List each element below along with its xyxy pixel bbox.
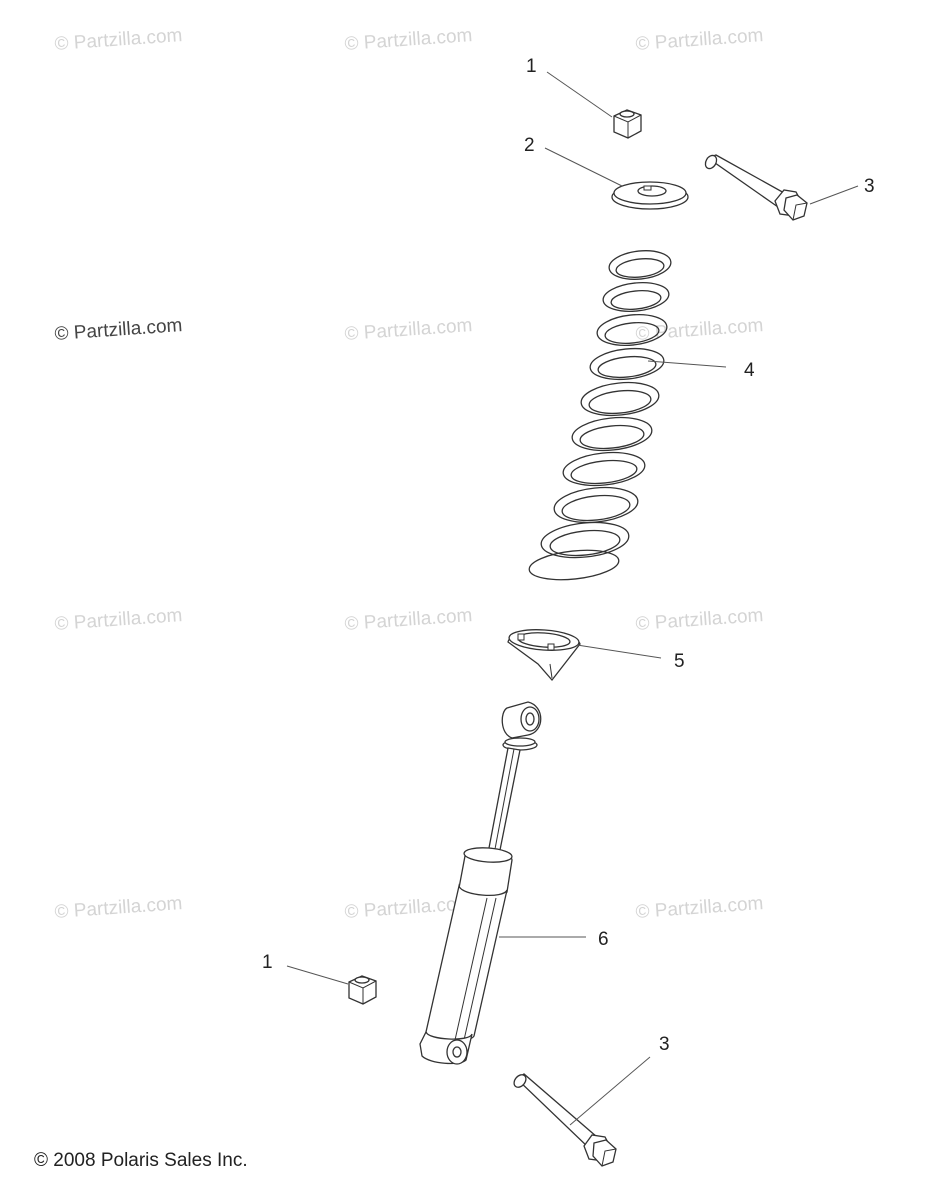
leader-line: [544, 147, 623, 187]
leader-line: [647, 360, 727, 368]
leader-line: [569, 1056, 651, 1126]
shock-absorber-icon: [419, 701, 542, 1065]
bolt-icon: [704, 154, 808, 221]
watermark: © Partzilla.com: [635, 893, 764, 923]
watermark: © Partzilla.com: [54, 315, 183, 345]
callout-label: 4: [744, 360, 755, 381]
watermark: © Partzilla.com: [635, 25, 764, 55]
callout-label: 3: [659, 1034, 670, 1055]
watermark: © Partzilla.com: [344, 605, 473, 635]
callout-label: 5: [674, 651, 685, 672]
leader-line: [286, 965, 349, 985]
leader-line: [546, 71, 613, 118]
watermark-layer: © Partzilla.com © Partzilla.com © Partzi…: [54, 25, 764, 923]
watermark: © Partzilla.com: [54, 893, 183, 923]
flange-nut-icon: [613, 109, 642, 139]
coil-spring-icon: [528, 250, 672, 581]
watermark: © Partzilla.com: [635, 605, 764, 635]
watermark: © Partzilla.com: [344, 25, 473, 55]
washer-icon: [611, 181, 689, 210]
copyright-notice: © 2008 Polaris Sales Inc.: [34, 1150, 248, 1171]
flange-nut-icon: [348, 975, 377, 1005]
callout-label: 3: [864, 176, 875, 197]
spring-retainer-icon: [507, 629, 581, 682]
bolt-icon: [513, 1073, 617, 1167]
callout-label: 1: [262, 952, 273, 973]
callout-label: 1: [526, 56, 537, 77]
leader-line: [576, 644, 662, 659]
callout-label: 2: [524, 135, 535, 156]
leader-line: [809, 185, 859, 205]
watermark: © Partzilla.com: [635, 315, 764, 345]
watermark: © Partzilla.com: [54, 605, 183, 635]
watermark: © Partzilla.com: [54, 25, 183, 55]
watermark: © Partzilla.com: [344, 315, 473, 345]
callout-label: 6: [598, 929, 609, 950]
